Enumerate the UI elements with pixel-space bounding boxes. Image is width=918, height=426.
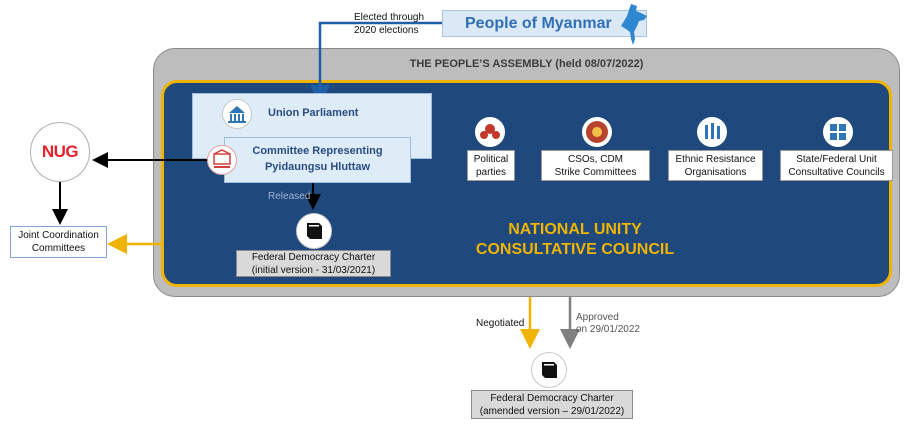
crph-label: Committee Representing Pyidaungsu Hlutta… xyxy=(252,145,383,173)
union-parliament-label: Union Parliament xyxy=(268,107,359,119)
people-of-myanmar-label: People of Myanmar xyxy=(465,15,612,32)
nug-label: NUG xyxy=(41,142,79,161)
parliament-building-icon xyxy=(222,99,252,129)
councils-icon xyxy=(823,117,853,147)
peoples-assembly-title: THE PEOPLE’S ASSEMBLY (held 08/07/2022) xyxy=(409,58,644,70)
political-parties-icon xyxy=(475,117,505,147)
approved-label: Approved on 29/01/2022 xyxy=(576,312,640,335)
nug-logo: NUG xyxy=(30,122,90,182)
elected-arrow xyxy=(310,21,442,105)
ethnic-people-icon xyxy=(697,117,727,147)
people-of-myanmar-box: People of Myanmar xyxy=(442,10,647,37)
charter-amended-box: Federal Democracy Charter (amended versi… xyxy=(471,390,633,419)
charter-book-icon xyxy=(531,352,567,388)
elected-label: Elected through 2020 elections xyxy=(354,12,425,36)
nucc-title: NATIONAL UNITY CONSULTATIVE COUNCIL xyxy=(475,221,675,258)
charter-book-icon xyxy=(296,213,332,249)
myanmar-map-icon xyxy=(621,4,647,45)
cso-emblem-icon xyxy=(582,117,612,147)
released-label: Released xyxy=(268,191,311,202)
joint-coordination-committees-box: Joint Coordination Committees xyxy=(10,226,107,258)
charter-initial-box: Federal Democracy Charter (initial versi… xyxy=(236,250,391,277)
crph-logo-icon xyxy=(207,145,237,175)
negotiated-label: Negotiated xyxy=(476,318,525,329)
crph-box xyxy=(224,137,411,183)
